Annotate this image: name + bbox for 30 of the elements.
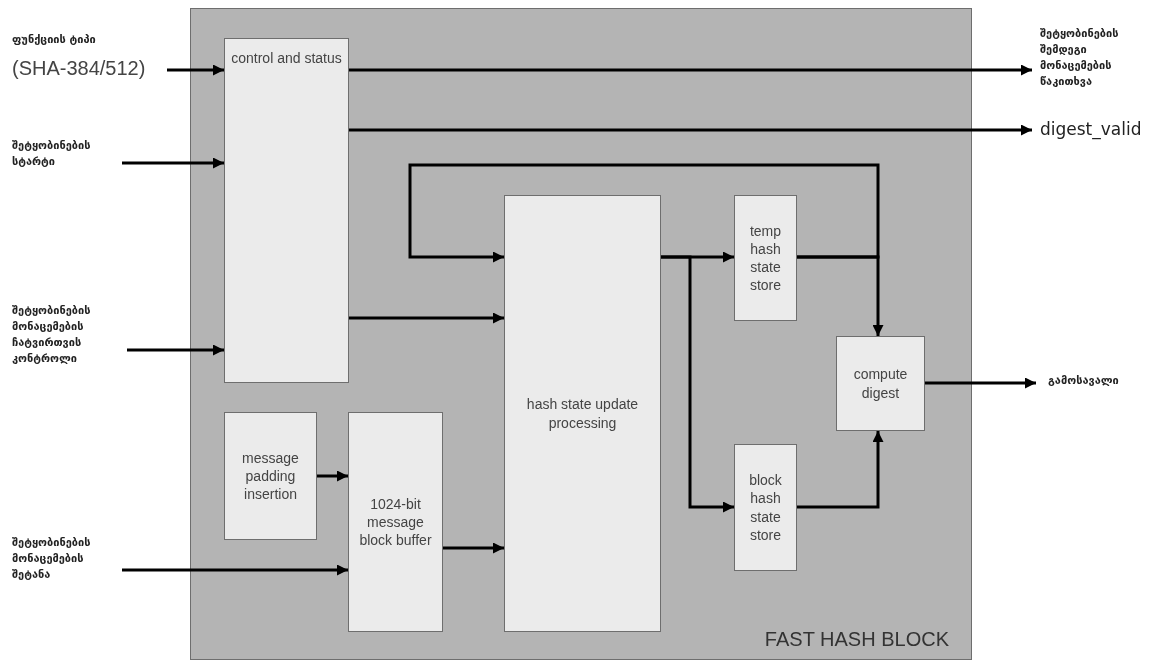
arrow — [167, 64, 224, 76]
arrow — [127, 344, 224, 356]
signal-label: შეტყობინების მონაცემების ჩატვირთვის კონტროლი — [12, 304, 91, 365]
signal-label: შეტყობინების შემდეგი მონაცემების წაკითხვა — [1040, 27, 1119, 88]
process-block: block hash state store — [734, 444, 797, 571]
signal-label: შეტყობინების სტარტი — [12, 139, 91, 168]
arrow — [443, 542, 504, 554]
arrow — [349, 124, 1032, 136]
process-block: compute digest — [836, 336, 925, 431]
signal-label: digest_valid — [1040, 119, 1142, 139]
arrow — [661, 255, 734, 513]
arrow — [408, 163, 880, 263]
signal-label: ფუნქციის ტიპი — [12, 33, 96, 46]
arrow — [317, 470, 348, 482]
process-block: temp hash state store — [734, 195, 797, 321]
process-block: control and status — [224, 38, 349, 383]
arrow — [349, 312, 504, 324]
arrow — [797, 431, 884, 509]
arrow — [122, 564, 348, 576]
arrow — [349, 64, 1032, 76]
process-block: message padding insertion — [224, 412, 317, 540]
block-title: FAST HASH BLOCK — [764, 628, 949, 651]
signal-label: გამოსავალი — [1048, 374, 1119, 387]
process-block: 1024-bit message block buffer — [348, 412, 443, 632]
container-block — [190, 8, 972, 660]
process-block: hash state update processing — [504, 195, 661, 632]
arrow — [925, 377, 1036, 389]
signal-label: (SHA-384/512) — [12, 55, 147, 81]
signal-label: შეტყობინების მონაცემების შეტანა — [12, 536, 91, 581]
arrow — [122, 157, 224, 169]
